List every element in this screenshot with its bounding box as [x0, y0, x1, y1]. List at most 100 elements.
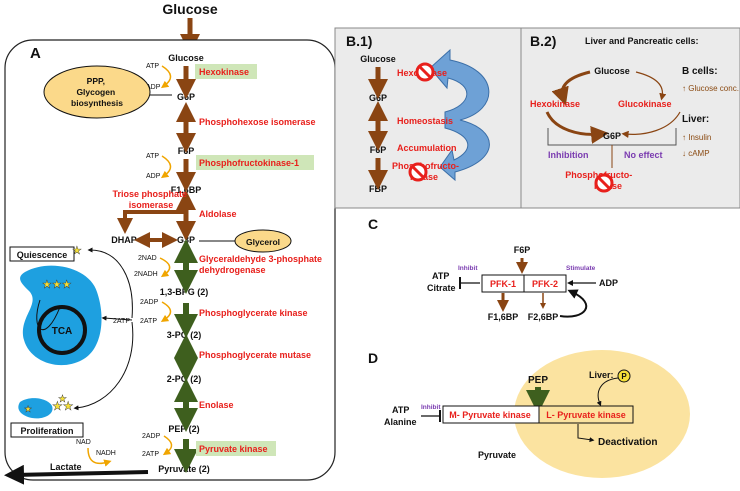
enzyme-gapdh: Glyceraldehyde 3-phosphate dehydrogenase — [199, 254, 325, 275]
pk-highlight — [196, 441, 276, 456]
b2-glucokinase: Glucokinase — [618, 99, 672, 109]
b2-arc-hk — [545, 111, 609, 144]
d-lpk-fill — [539, 406, 633, 423]
b2-arrow-gk — [635, 71, 667, 101]
c-stimulate: Stimulate — [566, 265, 596, 272]
cof-arc2 — [160, 155, 172, 179]
b1-g6p: G6P — [369, 93, 387, 103]
cof-nadh: 2NADH — [134, 271, 158, 278]
tca-curve — [36, 299, 61, 331]
d-p: P — [621, 372, 627, 381]
b2-label: B.2) — [530, 33, 556, 49]
c-citrate: Citrate — [427, 283, 456, 293]
cof-arc3 — [159, 257, 171, 278]
d-deact-arrow — [577, 424, 595, 443]
cof-arc6 — [87, 447, 112, 467]
c-pfk2: PFK-2 — [532, 279, 558, 289]
b2-liver-item1: ↑ Insulin — [682, 133, 711, 142]
d-alanine: Alanine — [384, 417, 417, 427]
b1-label: B.1) — [346, 33, 372, 49]
b2-inhibition: Inhibition — [548, 150, 589, 160]
prolif-label: Proliferation — [20, 426, 73, 436]
b2-bcells-item: ↑ Glucose conc. — [682, 84, 739, 93]
stars-prolif-3: ★ — [58, 394, 67, 405]
atp-to-tca — [101, 315, 133, 321]
a-pep: PEP (2) — [168, 424, 199, 434]
cof-atp2: ATP — [146, 153, 159, 160]
b2-bcells: B cells: — [682, 66, 718, 77]
pfk1-highlight — [196, 155, 314, 170]
d-atp: ATP — [392, 405, 409, 415]
b2-arc-gk — [621, 111, 681, 138]
a-dhap: DHAP — [111, 235, 137, 245]
a-2pg: 2-PG (2) — [167, 374, 202, 384]
a-f6p: F6P — [178, 146, 195, 156]
lactate-label: Lactate — [50, 462, 82, 472]
arrow-f16bp-dhap — [117, 210, 186, 234]
c-f26bp: F2,6BP — [528, 312, 559, 322]
cof-adp4: 2ADP — [142, 433, 161, 440]
quiescence-label: Quiescence — [17, 250, 68, 260]
b2-hexokinase: Hexokinase — [530, 99, 580, 109]
enzyme-pk: Pyruvate kinase — [199, 444, 268, 454]
stars-prolif-2: ★★ — [52, 399, 74, 413]
panel-a-label: A — [30, 45, 41, 62]
ppp-ellipse — [43, 65, 151, 119]
atp-to-quiescence — [87, 247, 133, 319]
c-adp: ADP — [599, 278, 618, 288]
d-label: D — [368, 350, 378, 366]
a-pyruvate: Pyruvate (2) — [158, 464, 210, 474]
b1-fbp: FBP — [369, 184, 387, 194]
c-f6p: F6P — [514, 245, 531, 255]
cof-arc1 — [160, 65, 172, 89]
d-mpk: M- Pyruvate kinase — [449, 410, 531, 420]
d-p-circle — [617, 369, 631, 383]
a-glucose: Glucose — [168, 53, 204, 63]
a-3pg: 3-PG (2) — [167, 330, 202, 340]
star-q: ★ — [72, 245, 82, 257]
cof-adp3: 2ADP — [140, 299, 159, 306]
a-bpg: 1,3-BPG (2) — [160, 287, 209, 297]
tca-label: TCA — [52, 326, 73, 337]
glycerol-label: Glycerol — [246, 237, 280, 247]
b2-g6p: G6P — [603, 131, 621, 141]
d-p-arrow — [596, 377, 619, 407]
quiescence-box — [9, 246, 75, 262]
b2-liver: Liver: — [682, 114, 709, 125]
b2-no-effect: No effect — [624, 150, 663, 160]
b2-no-icon — [594, 173, 614, 193]
b1-accumulation: Accumulation — [397, 143, 457, 153]
prolif-box — [10, 422, 84, 438]
b2-liver-item2: ↓ cAMP — [682, 149, 710, 158]
d-pk-box-outline — [442, 405, 634, 424]
tca-circle — [37, 305, 87, 355]
c-f16bp: F1,6BP — [488, 312, 519, 322]
d-pep: PEP — [528, 375, 548, 386]
cof-atp3: 2ATP — [140, 318, 157, 325]
enzyme-pgk: Phosphoglycerate kinase — [199, 308, 308, 318]
enzyme-hexokinase: Hexokinase — [199, 67, 249, 77]
b1-homeostasis: Homeostasis — [397, 116, 453, 126]
a-g3p: G3P — [177, 235, 195, 245]
cof-nad: 2NAD — [138, 255, 157, 262]
panel-a-frame — [4, 39, 336, 481]
enzyme-pfk1: Phosphofructokinase-1 — [199, 158, 299, 168]
d-pyruvate: Pyruvate — [478, 450, 516, 460]
cof-atp4: 2ATP — [142, 451, 159, 458]
cof-arc4 — [160, 301, 172, 323]
b1-blue-arrow — [429, 48, 490, 182]
lactate-arrow — [4, 464, 149, 485]
a-g6p: G6P — [177, 92, 195, 102]
cof-nadh-l: NADH — [96, 450, 116, 457]
stars-tca: ★★★ — [42, 279, 72, 291]
d-liver: Liver: — [589, 370, 614, 380]
c-label: C — [368, 216, 378, 232]
stars-prolif: ★ — [24, 404, 32, 414]
atp-side: 2ATP — [113, 318, 130, 325]
c-pfk1: PFK-1 — [490, 279, 516, 289]
atp-to-prolif — [73, 321, 134, 411]
glycerol-ellipse — [234, 229, 292, 253]
b2-glucose: Glucose — [594, 66, 630, 76]
cof-nad-l: NAD — [76, 439, 91, 446]
cof-atp1: ATP — [146, 63, 159, 70]
